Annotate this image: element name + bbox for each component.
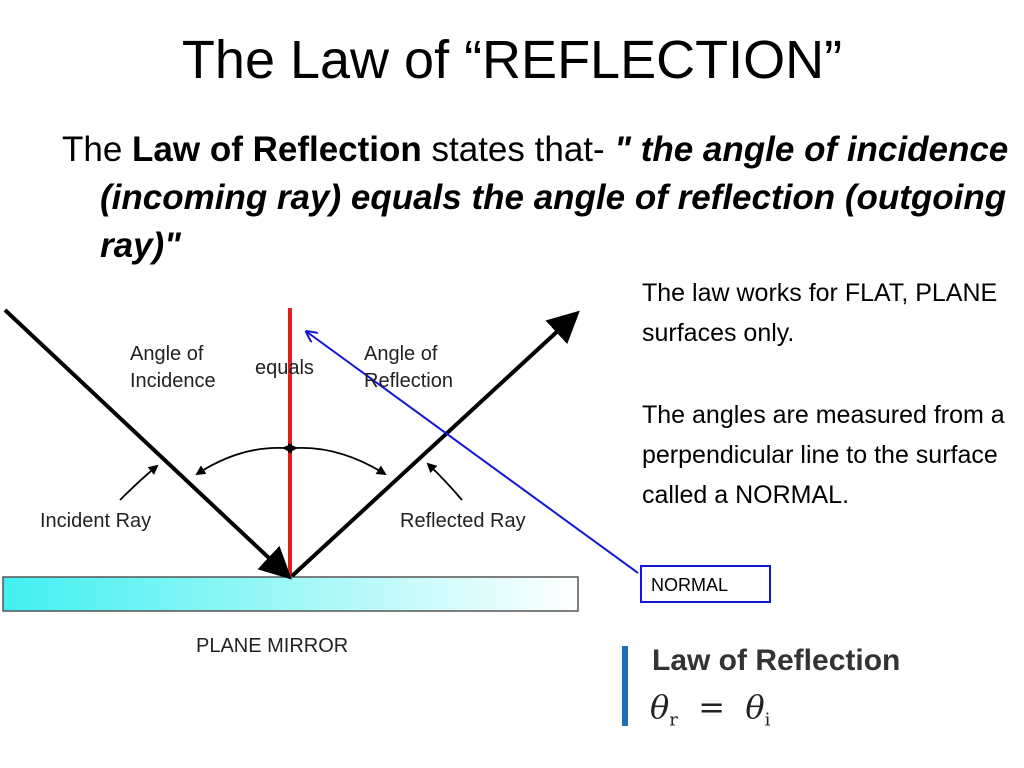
- reflected-ray: [290, 310, 580, 578]
- formula-title: Law of Reflection: [652, 644, 901, 677]
- equals-label: equals: [255, 357, 314, 379]
- statement-term: Law of Reflection: [132, 130, 422, 169]
- theta-i-symbol: θ: [745, 688, 765, 726]
- mirror-label: PLANE MIRROR: [196, 635, 348, 657]
- note-angles-measured: The angles are measured from a perpendic…: [642, 401, 1005, 509]
- formula-box: Law of Reflection θr = θi: [620, 640, 1010, 730]
- incident-ray: [3, 308, 292, 580]
- statement-quote: " the angle of incidence (incoming ray) …: [100, 130, 1009, 265]
- theta-i-subscript: i: [764, 709, 771, 731]
- reflection-diagram: PLANE MIRROR Angle of Incidence equals A…: [2, 308, 639, 657]
- note-flat-surfaces: The law works for FLAT, PLANE surfaces o…: [642, 279, 998, 347]
- statement-lead: The: [62, 130, 133, 169]
- normal-label-box: NORMAL: [640, 565, 771, 603]
- incidence-arc: [195, 443, 293, 476]
- normal-pointer: [307, 332, 639, 574]
- slide-title: The Law of “REFLECTION”: [181, 30, 843, 90]
- formula-accent-bar: [622, 646, 628, 726]
- incident-pointer: [119, 464, 159, 501]
- angle-incidence-label-1: Angle of: [130, 343, 204, 365]
- theta-r-subscript: r: [669, 709, 678, 731]
- angle-incidence-label-2: Incidence: [130, 370, 216, 392]
- statement-middle: states that-: [421, 130, 615, 169]
- equals-operator: =: [698, 688, 726, 726]
- reflected-ray-label: Reflected Ray: [400, 510, 526, 532]
- theta-r-symbol: θ: [650, 688, 670, 726]
- formula-equation: θr = θi: [650, 688, 770, 730]
- reflected-pointer: [426, 462, 463, 501]
- incident-ray-label: Incident Ray: [40, 510, 151, 532]
- angle-reflection-label-1: Angle of: [364, 343, 438, 365]
- reflection-arc: [287, 443, 387, 476]
- angle-reflection-label-2: Reflection: [364, 370, 453, 392]
- plane-mirror: [2, 576, 579, 612]
- law-statement: The Law of Reflection states that- " the…: [62, 126, 1020, 270]
